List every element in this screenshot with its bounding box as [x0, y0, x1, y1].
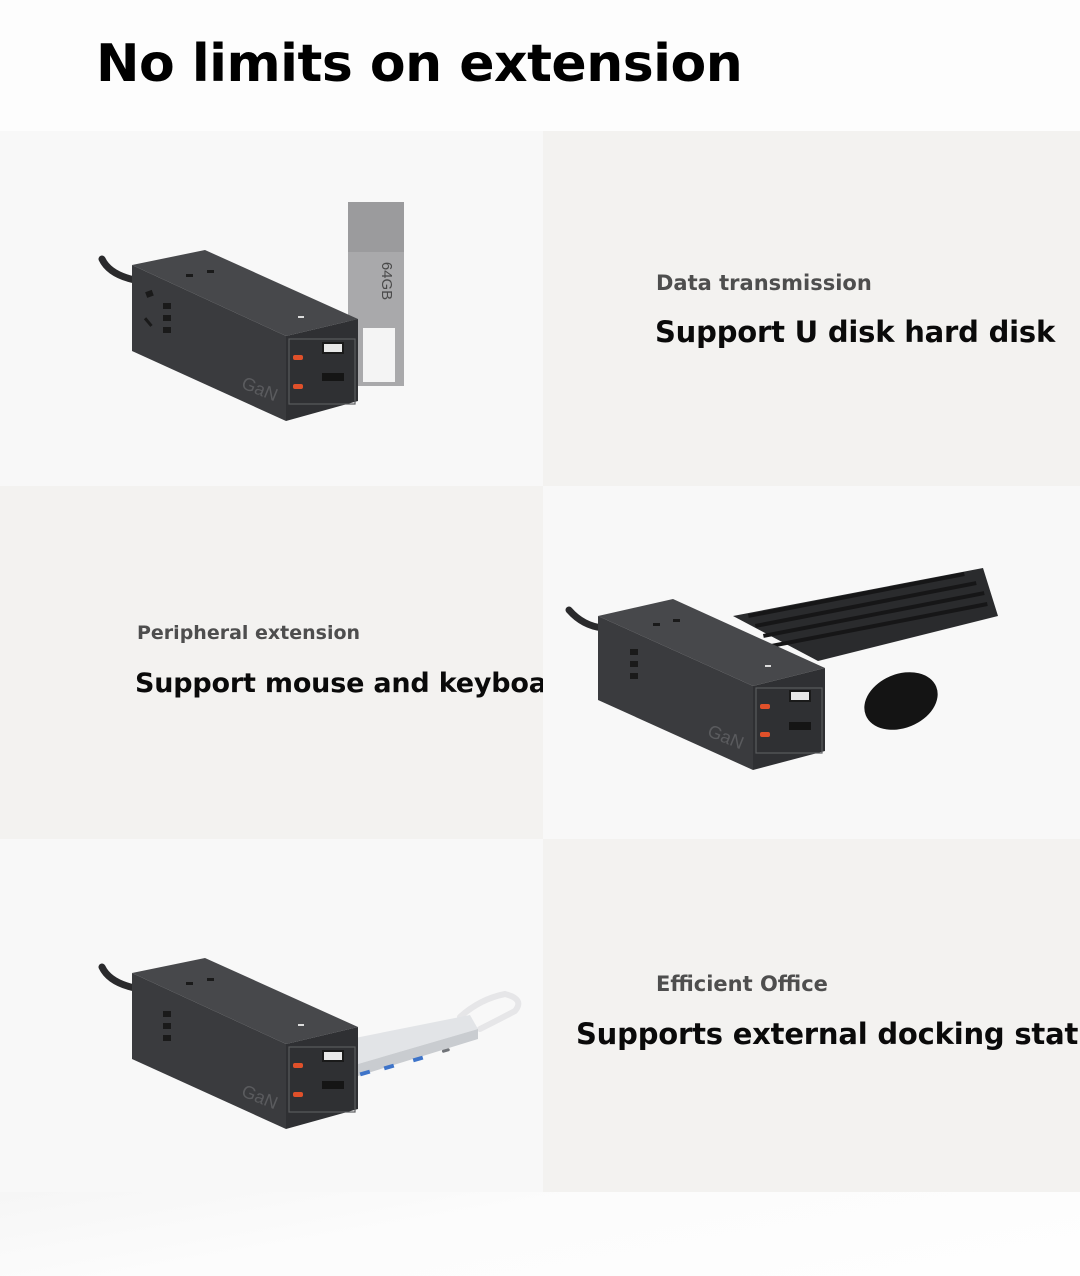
page-footer-background	[0, 1192, 1080, 1276]
docking-station-icon	[350, 1015, 478, 1077]
feature-3-eyebrow: Efficient Office	[656, 972, 828, 996]
page-header: No limits on extension	[0, 0, 1080, 131]
power-strip-with-keyboard-mouse-illustration: GaN	[565, 568, 998, 770]
power-strip-device-icon: GaN	[598, 599, 825, 770]
feature-3-headline: Supports external docking station	[576, 1017, 1080, 1051]
page-title: No limits on extension	[96, 34, 743, 94]
power-strip-with-docking-station-illustration: GaN	[98, 958, 522, 1129]
feature-3-text-panel: Efficient Office Supports external docki…	[543, 839, 1080, 1192]
power-strip-device-icon: GaN	[132, 958, 358, 1129]
feature-2-image-panel: GaN	[543, 486, 1080, 839]
feature-3-image-panel: GaN	[0, 839, 543, 1192]
feature-1-text-panel: Data transmission Support U disk hard di…	[543, 131, 1080, 486]
keyboard-icon	[733, 568, 998, 661]
usb-drive-capacity-label: 64GB	[378, 262, 395, 300]
feature-1-image-panel: 64GB GaN	[0, 131, 543, 486]
feature-2-eyebrow: Peripheral extension	[137, 622, 361, 644]
feature-2-text-panel: Peripheral extension Support mouse and k…	[0, 486, 543, 839]
power-strip-device-icon: GaN	[132, 250, 358, 421]
mouse-icon	[864, 672, 938, 730]
power-cable	[565, 606, 607, 632]
feature-1-headline: Support U disk hard disk	[655, 315, 1056, 349]
power-strip-with-usb-drive-illustration: 64GB GaN	[98, 202, 404, 421]
feature-2-headline: Support mouse and keyboard	[135, 668, 543, 699]
feature-1-eyebrow: Data transmission	[656, 271, 872, 295]
dock-cable	[457, 990, 522, 1032]
